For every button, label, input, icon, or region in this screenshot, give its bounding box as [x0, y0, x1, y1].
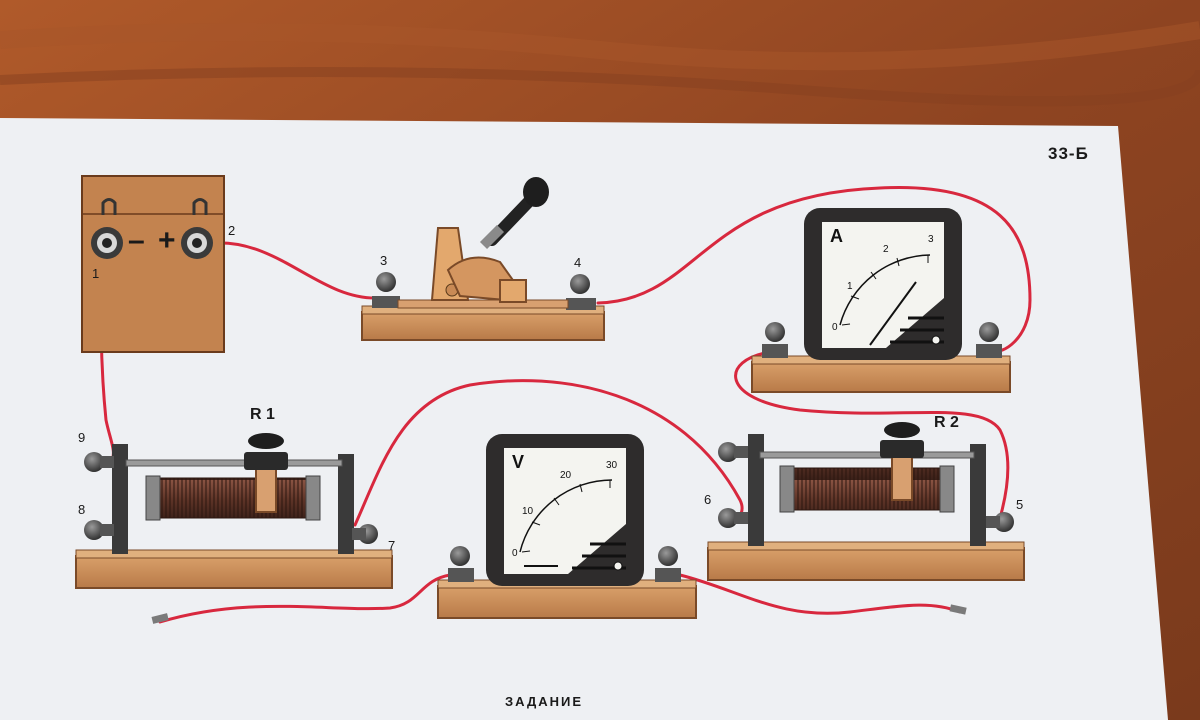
- terminal-label-4: 4: [574, 255, 582, 270]
- wire-voltmeter-left: [158, 573, 452, 624]
- knife-switch: [361, 177, 605, 341]
- terminal-label-5: 5: [1016, 497, 1024, 512]
- wire-tip-right: [949, 604, 967, 615]
- battery-plus-sign: +: [158, 224, 176, 257]
- rheostat-r1: [75, 433, 393, 589]
- rheostat-r1-terminal-7-icon: [352, 524, 378, 544]
- terminal-label-6: 6: [704, 492, 712, 507]
- ammeter-tick-1: 1: [847, 281, 853, 292]
- battery-terminal-plus-icon: [181, 198, 213, 259]
- wire-4-ammeter: [596, 186, 1032, 353]
- wire-ammeter-r2: [734, 350, 1010, 520]
- battery-terminal-minus-icon: [91, 198, 123, 259]
- rheostat-r1-terminal-9-icon: [84, 452, 114, 472]
- terminal-label-1: 1: [92, 266, 100, 281]
- voltmeter-unit: V: [512, 452, 525, 472]
- terminal-label-2: 2: [228, 223, 236, 238]
- rheostat-r1-terminal-8-icon: [84, 520, 114, 540]
- rheostat-r1-label: R 1: [250, 406, 275, 423]
- battery: [81, 175, 225, 353]
- wire-voltmeter-right: [678, 573, 962, 615]
- wire-2-3: [213, 241, 380, 300]
- switch-terminal-3-icon: [372, 272, 400, 308]
- rheostat-r2: [707, 422, 1025, 581]
- sheet-code: 33-Б: [1048, 144, 1089, 163]
- rheostat-r2-label: R 2: [934, 414, 959, 431]
- ammeter-terminal-left-icon: [762, 322, 788, 358]
- ammeter: [751, 208, 1011, 393]
- ammeter-tick-3: 3: [928, 234, 934, 245]
- terminal-label-3: 3: [380, 253, 388, 268]
- rheostat-r2-terminal-6-icon: [718, 508, 748, 528]
- terminal-label-9: 9: [78, 430, 86, 445]
- wires: [99, 186, 1032, 624]
- wire-tip-left: [151, 613, 169, 624]
- rheostat-r2-terminal-5-icon: [986, 512, 1014, 532]
- terminal-label-8: 8: [78, 502, 86, 517]
- ammeter-needle: [869, 281, 917, 346]
- ammeter-unit: A: [830, 226, 843, 246]
- task-heading: ЗАДАНИЕ: [505, 694, 584, 709]
- wire-7-6: [353, 379, 744, 527]
- terminal-label-7: 7: [388, 538, 396, 553]
- voltmeter-terminal-left-icon: [448, 546, 474, 582]
- voltmeter-tick-20: 20: [560, 470, 572, 481]
- ammeter-tick-0: 0: [832, 322, 838, 333]
- voltmeter-tick-30: 30: [606, 460, 618, 471]
- battery-minus-sign: –: [128, 224, 145, 257]
- ammeter-terminal-right-icon: [976, 322, 1002, 358]
- voltmeter-tick-0: 0: [512, 548, 518, 559]
- voltmeter-tick-10: 10: [522, 506, 534, 517]
- voltmeter-terminal-right-icon: [655, 546, 681, 582]
- ammeter-tick-2: 2: [883, 244, 889, 255]
- voltmeter: [437, 434, 697, 619]
- rheostat-r2-terminal-top-icon: [718, 442, 748, 462]
- switch-terminal-4-icon: [566, 274, 596, 310]
